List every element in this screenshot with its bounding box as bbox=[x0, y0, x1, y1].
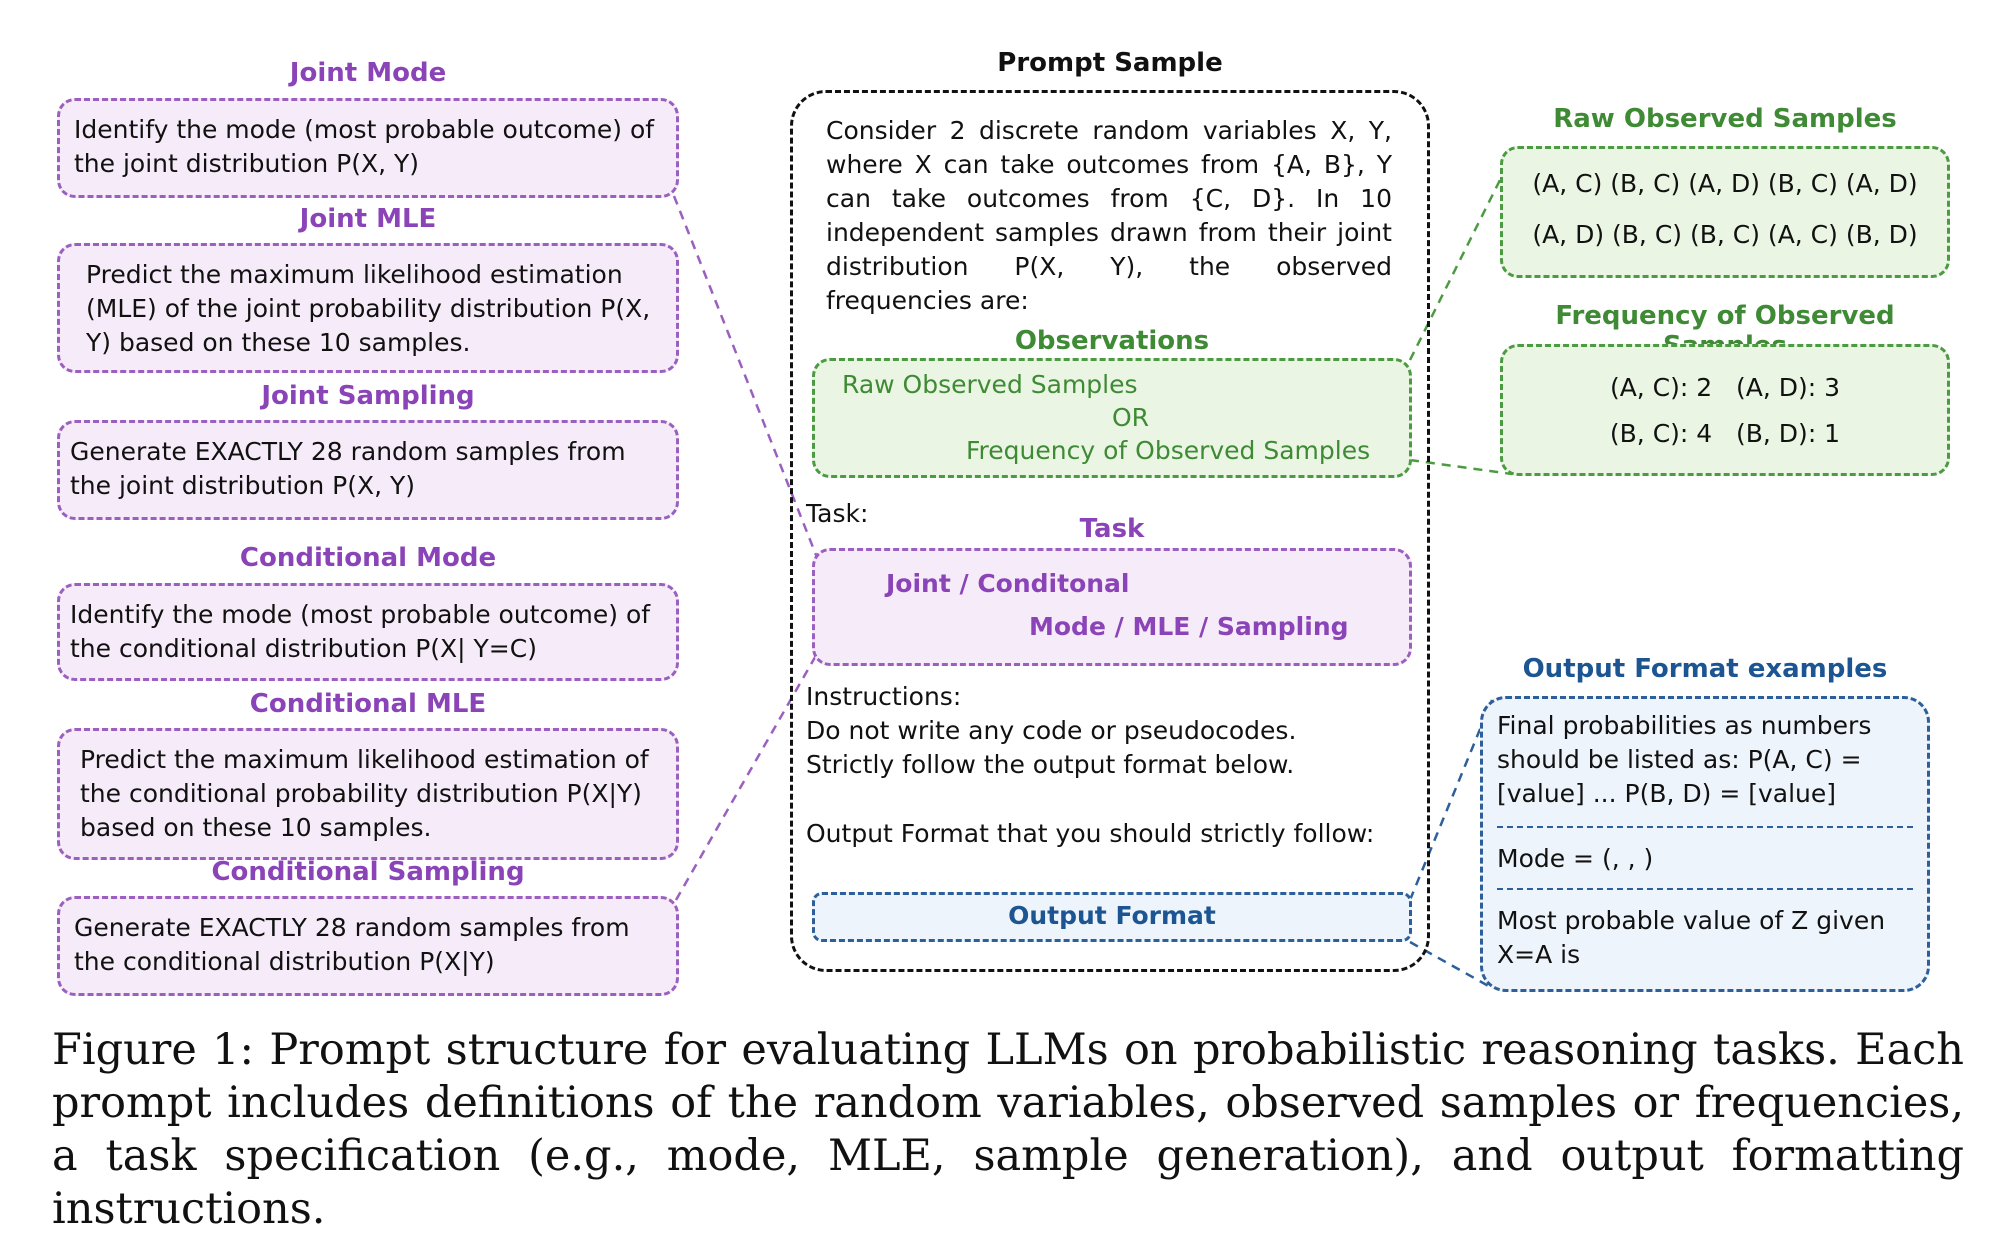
prompt-intro-text: Consider 2 discrete random variables X, … bbox=[826, 116, 1392, 315]
raw-samples-box: (A, C) (B, C) (A, D) (B, C) (A, D) (A, D… bbox=[1500, 146, 1950, 278]
conditional-mode-text: Identify the mode (most probable outcome… bbox=[70, 600, 651, 663]
prompt-sample-title: Prompt Sample bbox=[997, 48, 1223, 78]
joint-mle-text: Predict the maximum likelihood estimatio… bbox=[86, 260, 651, 357]
joint-sampling-text: Generate EXACTLY 28 random samples from … bbox=[70, 437, 626, 500]
joint-mode-box: Identify the mode (most probable outcome… bbox=[57, 98, 679, 198]
joint-mode-text: Identify the mode (most probable outcome… bbox=[74, 115, 655, 178]
conditional-mle-box: Predict the maximum likelihood estimatio… bbox=[57, 728, 679, 860]
observations-line-raw: Raw Observed Samples bbox=[842, 370, 1138, 399]
task-label: Task: bbox=[806, 499, 869, 528]
output-example-most-probable: Most probable value of Z given X=A is bbox=[1497, 906, 1886, 969]
conditional-mle-text: Predict the maximum likelihood estimatio… bbox=[80, 745, 649, 842]
output-format-label: Output Format bbox=[1008, 901, 1216, 930]
output-examples-box: Final probabilities as numbers should be… bbox=[1480, 696, 1930, 992]
output-examples-title: Output Format examples bbox=[1522, 654, 1888, 684]
instructions-no-code: Do not write any code or pseudocodes. bbox=[806, 716, 1297, 745]
instructions-follow-format: Strictly follow the output format below. bbox=[806, 750, 1295, 779]
joint-sampling-box: Generate EXACTLY 28 random samples from … bbox=[57, 420, 679, 520]
task-box bbox=[812, 548, 1412, 666]
observations-box bbox=[812, 358, 1412, 478]
conditional-sampling-text: Generate EXACTLY 28 random samples from … bbox=[74, 913, 630, 976]
conditional-mle-title: Conditional MLE bbox=[249, 689, 487, 719]
output-example-mode: Mode = (, , ) bbox=[1497, 844, 1654, 873]
connector-output-top bbox=[1408, 699, 1494, 901]
frequency-line-1: (A, C): 2 (A, D): 3 bbox=[1609, 373, 1841, 402]
raw-samples-title: Raw Observed Samples bbox=[1553, 104, 1897, 134]
prompt-sample-box bbox=[790, 90, 1430, 972]
instructions-heading: Instructions: bbox=[806, 682, 962, 711]
task-title: Task bbox=[1079, 514, 1145, 544]
task-line-mode-mle-sampling: Mode / MLE / Sampling bbox=[1029, 612, 1349, 641]
observations-line-or: OR bbox=[1112, 403, 1150, 432]
frequency-box: (A, C): 2 (A, D): 3 (B, C): 4 (B, D): 1 bbox=[1500, 344, 1950, 476]
conditional-sampling-title: Conditional Sampling bbox=[211, 857, 525, 887]
raw-samples-line-1: (A, C) (B, C) (A, D) (B, C) (A, D) bbox=[1532, 169, 1918, 198]
conditional-mode-title: Conditional Mode bbox=[239, 543, 497, 573]
output-examples-divider-2 bbox=[1497, 888, 1913, 890]
raw-samples-line-2: (A, D) (B, C) (B, C) (A, C) (B, D) bbox=[1532, 220, 1918, 249]
task-line-joint-conditional: Joint / Conditonal bbox=[886, 569, 1130, 598]
connector-raw-to-observations bbox=[1408, 159, 1512, 361]
joint-sampling-title: Joint Sampling bbox=[261, 381, 475, 411]
joint-mle-box: Predict the maximum likelihood estimatio… bbox=[57, 243, 679, 373]
output-format-box: Output Format bbox=[812, 892, 1412, 942]
connector-joint-to-task bbox=[672, 195, 820, 561]
observations-title: Observations bbox=[1014, 326, 1210, 356]
joint-mode-title: Joint Mode bbox=[289, 58, 447, 88]
output-examples-divider-1 bbox=[1497, 826, 1913, 828]
instructions-output-format: Output Format that you should strictly f… bbox=[806, 819, 1375, 848]
output-example-probabilities: Final probabilities as numbers should be… bbox=[1497, 711, 1872, 808]
observations-line-frequency: Frequency of Observed Samples bbox=[966, 436, 1371, 465]
frequency-line-2: (B, C): 4 (B, D): 1 bbox=[1609, 419, 1841, 448]
joint-mle-title: Joint MLE bbox=[299, 204, 437, 234]
conditional-sampling-box: Generate EXACTLY 28 random samples from … bbox=[57, 896, 679, 996]
figure-caption: Figure 1: Prompt structure for evaluatin… bbox=[52, 1025, 1964, 1234]
conditional-mode-box: Identify the mode (most probable outcome… bbox=[57, 583, 679, 681]
